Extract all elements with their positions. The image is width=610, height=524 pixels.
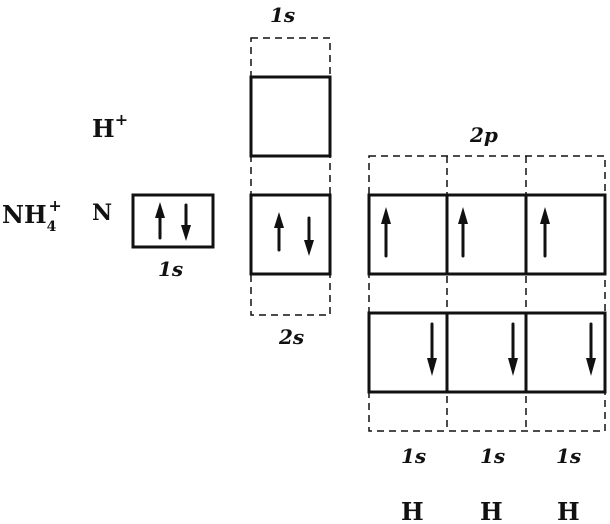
n-2s-label: 2s <box>278 325 304 349</box>
h3-1s-label: 1s <box>556 444 581 468</box>
n-1s-label: 1s <box>158 257 183 281</box>
n-2s-up-arrow <box>274 212 284 252</box>
h-1s-down-arrow-3 <box>586 322 596 376</box>
h-1s-orbital-box-1 <box>367 311 449 394</box>
n-1s-orbital-box <box>131 193 215 249</box>
h1-1s-label: 1s <box>401 444 426 468</box>
h-plus-label: H+ <box>92 110 128 143</box>
n-1s-down-arrow <box>181 203 191 241</box>
nitrogen-label: N <box>92 200 112 226</box>
h-plus-1s-label: 1s <box>270 3 295 27</box>
n-2s-orbital-box <box>249 193 332 276</box>
hybrid-dashed-outline-p <box>368 155 606 432</box>
hydrogen-label-1: H <box>401 497 424 524</box>
hydrogen-label-3: H <box>557 497 580 524</box>
n-1s-up-arrow <box>155 202 165 240</box>
n-2p-orbital-box-1 <box>367 193 449 276</box>
hybrid-dashed-outline-s <box>250 37 331 316</box>
h-1s-down-arrow-1 <box>427 322 437 376</box>
n-2p-up-arrow-3 <box>540 207 550 258</box>
h2-1s-label: 1s <box>480 444 505 468</box>
n-2s-down-arrow <box>304 216 314 256</box>
h-1s-down-arrow-2 <box>508 322 518 376</box>
nh4-plus-label: NH4+ <box>2 196 62 235</box>
n-2p-label: 2p <box>469 123 498 147</box>
n-2p-up-arrow-1 <box>381 207 391 258</box>
n-2p-up-arrow-2 <box>458 207 468 258</box>
hydrogen-label-2: H <box>480 497 503 524</box>
h-1s-orbital-box-3 <box>524 311 607 394</box>
h-plus-1s-empty-orbital-box <box>249 75 332 158</box>
n-2p-orbital-box-3 <box>524 193 607 276</box>
n-2p-orbital-box-2 <box>445 193 528 276</box>
